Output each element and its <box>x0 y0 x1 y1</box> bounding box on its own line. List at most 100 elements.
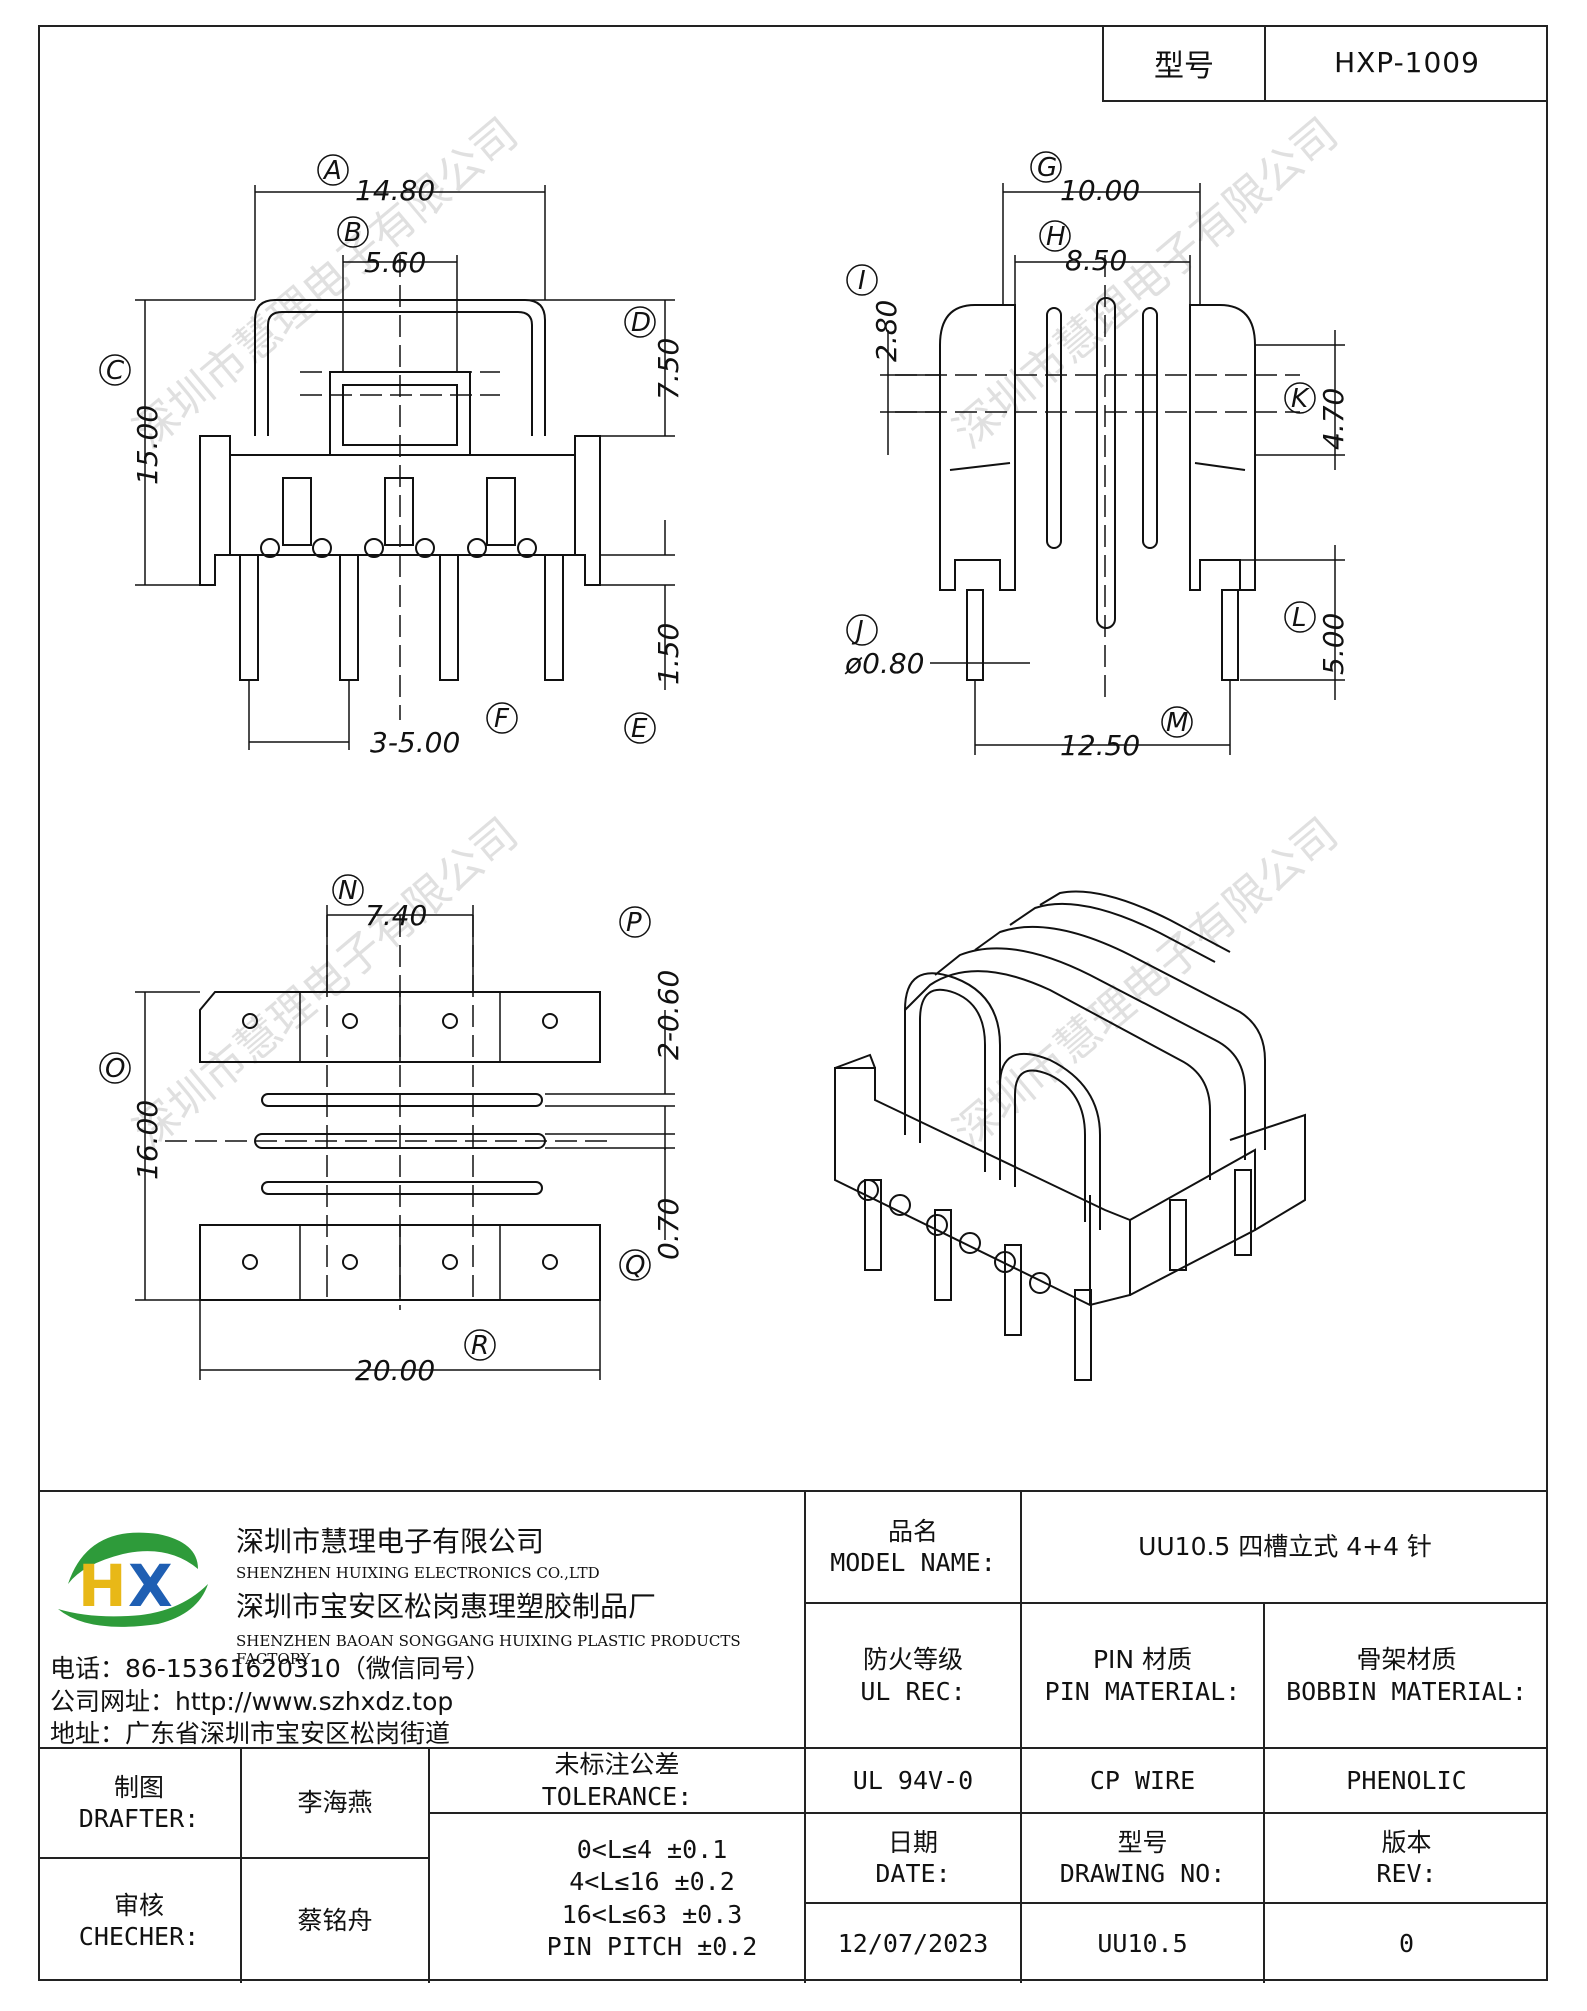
bobbin-material-en: BOBBIN MATERIAL: <box>1286 1676 1527 1706</box>
dim-R: 20.00 <box>355 1354 435 1387</box>
dim-F: 3-5.00 <box>370 726 460 759</box>
svg-text:A: A <box>322 156 342 186</box>
date-cn: 日期 <box>887 1827 938 1857</box>
ul-rec-value: UL 94V-0 <box>852 1765 974 1795</box>
svg-text:C: C <box>106 356 125 386</box>
drawing-no-value-cell: UU10.5 <box>1020 1902 1263 1983</box>
model-name-en: MODEL NAME: <box>830 1548 996 1577</box>
rev-value-cell: 0 <box>1263 1902 1548 1983</box>
tolerance-line: 16<L≤63 ±0.3 <box>561 1899 743 1929</box>
drafter-value: 李海燕 <box>297 1788 373 1818</box>
svg-text:P: P <box>626 908 642 938</box>
date-label-cell: 日期 DATE: <box>804 1812 1020 1902</box>
side-view: 10.00 8.50 2.80 ø0.80 4.70 5.00 12.50 G H… <box>844 151 1350 762</box>
factory-name-en: SHENZHEN BAOAN SONGGANG HUIXING PLASTIC … <box>236 1632 741 1668</box>
ul-rec-label-cell: 防火等级 UL REC: <box>804 1602 1020 1747</box>
company-info: H X 深圳市慧理电子有限公司 SHENZHEN HUIXING ELECTRO… <box>38 1492 804 1748</box>
date-value: 12/07/2023 <box>837 1928 989 1958</box>
bobbin-material-cn: 骨架材质 <box>1356 1645 1457 1675</box>
dim-J: ø0.80 <box>844 647 924 680</box>
ul-rec-value-cell: UL 94V-0 <box>804 1747 1020 1812</box>
company-name-cn: 深圳市慧理电子有限公司 <box>236 1525 545 1558</box>
tolerance-line: 0<L≤4 ±0.1 <box>576 1834 728 1864</box>
dim-P: 2-0.60 <box>652 970 685 1060</box>
pin-material-cn: PIN 材质 <box>1092 1645 1193 1675</box>
svg-text:L: L <box>1292 603 1307 633</box>
company-address: 地址：广东省深圳市宝安区松岗街道 <box>50 1719 451 1748</box>
callout-letters: AB CD EF <box>99 154 656 744</box>
svg-text:N: N <box>338 876 357 906</box>
svg-text:D: D <box>631 308 651 338</box>
dim-K: 4.70 <box>1317 388 1350 450</box>
dim-B: 5.60 <box>364 246 426 279</box>
bobbin-material-label-cell: 骨架材质 BOBBIN MATERIAL: <box>1263 1602 1548 1747</box>
tolerance-en: TOLERANCE: <box>541 1781 693 1811</box>
dim-M: 12.50 <box>1060 729 1140 762</box>
drafter-value-cell: 李海燕 <box>240 1747 428 1857</box>
model-name-label-cell: 品名 MODEL NAME: <box>804 1492 1020 1602</box>
bottom-view: 7.40 16.00 2-0.60 0.70 20.00 N P O Q R <box>99 874 685 1387</box>
model-name-value-cell: UU10.5 四槽立式 4+4 针 <box>1020 1492 1548 1602</box>
ul-rec-en: UL REC: <box>860 1676 966 1706</box>
tolerance-list: 0<L≤4 ±0.1 4<L≤16 ±0.2 16<L≤63 ±0.3 PIN … <box>430 1814 804 1983</box>
dim-G: 10.00 <box>1060 174 1140 207</box>
checker-cn: 审核 <box>113 1890 164 1920</box>
dim-L: 5.00 <box>1317 613 1350 675</box>
factory-name-cn: 深圳市宝安区松岗惠理塑胶制品厂 <box>236 1590 657 1623</box>
ul-rec-cn: 防火等级 <box>862 1645 963 1675</box>
dim-N: 7.40 <box>365 899 427 932</box>
tolerance-line: PIN PITCH ±0.2 <box>546 1932 758 1961</box>
svg-text:B: B <box>344 218 362 248</box>
drawing-no-en: DRAWING NO: <box>1059 1859 1226 1888</box>
technical-drawing: 深圳市慧理电子有限公司 深圳市慧理电子有限公司 深圳市慧理电子有限公司 深圳市慧… <box>99 108 1350 1387</box>
dim-A: 14.80 <box>355 174 435 207</box>
pin-material-value-cell: CP WIRE <box>1020 1747 1263 1812</box>
company-name-en: SHENZHEN HUIXING ELECTRONICS CO.,LTD <box>236 1564 600 1582</box>
bobbin-material-value-cell: PHENOLIC <box>1263 1747 1548 1812</box>
svg-text:I: I <box>858 266 866 296</box>
dim-O: 16.00 <box>131 1100 164 1180</box>
drawing-sheet-border <box>38 25 1548 1981</box>
model-label: 型号 <box>1104 25 1266 100</box>
tolerance-cn: 未标注公差 <box>554 1750 680 1780</box>
pin-material-value: CP WIRE <box>1089 1765 1196 1795</box>
svg-text:E: E <box>631 714 648 744</box>
company-website[interactable]: 公司网址：http://www.szhxdz.top <box>50 1687 454 1716</box>
checker-en: CHECHER: <box>78 1922 200 1951</box>
pin-material-label-cell: PIN 材质 PIN MATERIAL: <box>1020 1602 1263 1747</box>
dim-H: 8.50 <box>1065 244 1127 277</box>
dim-C: 15.00 <box>131 405 164 485</box>
title-block: H X 深圳市慧理电子有限公司 SHENZHEN HUIXING ELECTRO… <box>38 1490 1548 1983</box>
date-en: DATE: <box>875 1859 951 1888</box>
svg-text:G: G <box>1037 153 1057 183</box>
checker-value-cell: 蔡铭舟 <box>240 1857 428 1983</box>
drawing-no-value: UU10.5 <box>1097 1928 1188 1958</box>
company-phone: 电话：86-15361620310（微信同号） <box>50 1654 491 1683</box>
drafter-label-cell: 制图 DRAFTER: <box>38 1747 240 1857</box>
date-value-cell: 12/07/2023 <box>804 1902 1020 1983</box>
isometric-view <box>834 890 1306 1381</box>
bobbin-material-value: PHENOLIC <box>1346 1765 1467 1795</box>
svg-text:M: M <box>1166 708 1188 738</box>
svg-text:X: X <box>128 1552 173 1620</box>
dim-E: 1.50 <box>652 623 685 685</box>
svg-text:O: O <box>105 1054 125 1084</box>
svg-text:H: H <box>1046 222 1066 252</box>
rev-value: 0 <box>1398 1928 1415 1958</box>
model-name-value: UU10.5 四槽立式 4+4 针 <box>1138 1532 1432 1562</box>
checker-label-cell: 审核 CHECHER: <box>38 1857 240 1983</box>
drafter-cn: 制图 <box>113 1772 164 1802</box>
svg-text:Q: Q <box>625 1251 645 1281</box>
dim-I: 2.80 <box>870 300 903 362</box>
watermark-group: 深圳市慧理电子有限公司 深圳市慧理电子有限公司 深圳市慧理电子有限公司 深圳市慧… <box>124 108 1348 1158</box>
dim-Q: 0.70 <box>652 1198 685 1260</box>
checker-value: 蔡铭舟 <box>297 1906 373 1936</box>
tolerance-line: 4<L≤16 ±0.2 <box>569 1867 735 1896</box>
rev-cn: 版本 <box>1381 1827 1432 1857</box>
drawing-no-cn: 型号 <box>1117 1827 1168 1857</box>
watermark-text: 深圳市慧理电子有限公司 <box>944 808 1348 1158</box>
svg-text:R: R <box>471 1331 489 1361</box>
svg-text:H: H <box>78 1552 127 1620</box>
tolerance-label-cell: 未标注公差 TOLERANCE: <box>428 1747 804 1812</box>
tolerance-values-cell: 0<L≤4 ±0.1 4<L≤16 ±0.2 16<L≤63 ±0.3 PIN … <box>428 1812 804 1983</box>
